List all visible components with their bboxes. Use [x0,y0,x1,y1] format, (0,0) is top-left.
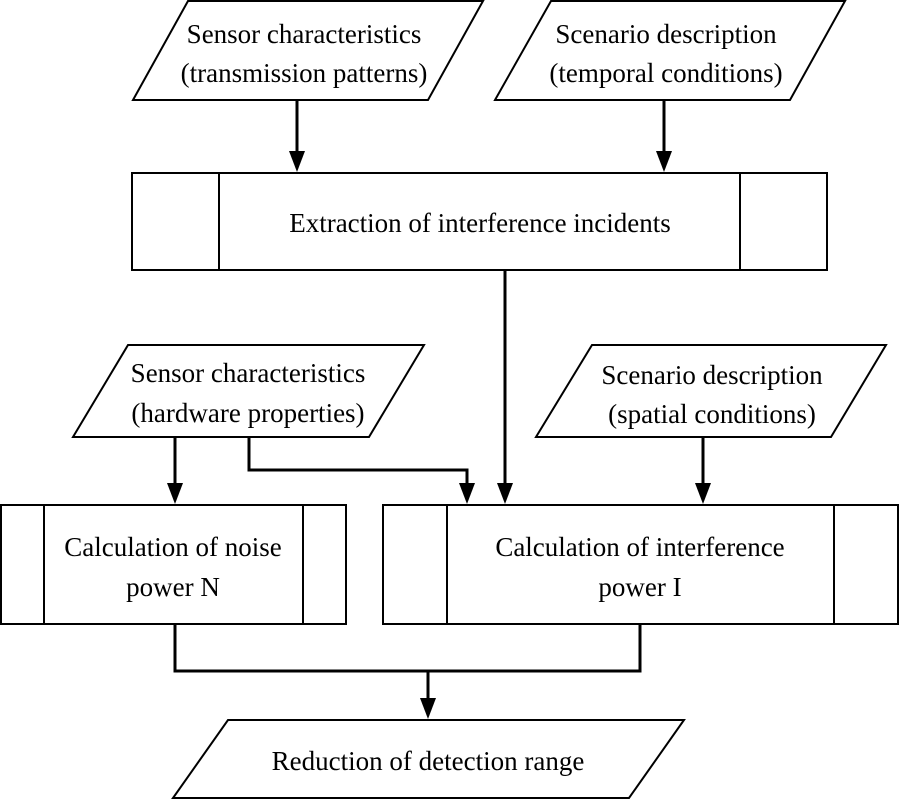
process-label-line1: Calculation of noise [64,532,281,562]
input-sensor-hardware-properties: Sensor characteristics (hardware propert… [71,344,426,438]
connector-hardware-to-interference [247,437,469,485]
input-parallelogram [534,344,888,438]
input-scenario-spatial-conditions: Scenario description (spatial conditions… [534,344,888,438]
process-calculation-of-interference-power: Calculation of interference power I [382,504,899,625]
input-label-line1: Sensor characteristics [131,358,366,388]
arrowhead [695,483,711,504]
output-parallelogram [171,719,686,799]
input-parallelogram [493,0,847,101]
process-label-line2: power I [598,572,681,602]
output-reduction-of-detection-range: Reduction of detection range [171,719,686,799]
input-label-line1: Scenario description [555,19,777,49]
connector-merge-to-output [173,624,642,673]
process-extraction-of-interference-incidents: Extraction of interference incidents [131,172,828,271]
arrowhead [289,151,305,172]
connectors [167,100,711,719]
input-label-line1: Scenario description [601,360,823,390]
arrowhead [459,483,475,504]
process-box [131,172,828,271]
input-label-line2: (transmission patterns) [181,58,428,88]
arrowhead [656,151,672,172]
process-label-line2: power N [126,572,220,602]
input-label-line1: Sensor characteristics [187,19,422,49]
arrowhead [497,483,513,504]
process-label-line1: Calculation of interference [495,532,784,562]
input-parallelogram [131,0,485,101]
process-calculation-of-noise-power: Calculation of noise power N [0,504,347,625]
arrowhead [167,483,183,504]
process-box [0,504,347,625]
input-sensor-transmission-patterns: Sensor characteristics (transmission pat… [131,0,485,101]
input-scenario-temporal-conditions: Scenario description (temporal condition… [493,0,847,101]
output-label: Reduction of detection range [272,746,585,776]
input-label-line2: (spatial conditions) [608,399,816,429]
input-label-line2: (hardware properties) [131,398,364,428]
process-label: Extraction of interference incidents [289,208,671,238]
arrowhead [420,698,436,719]
process-box [382,504,899,625]
input-parallelogram [71,344,426,438]
input-label-line2: (temporal conditions) [549,58,782,88]
